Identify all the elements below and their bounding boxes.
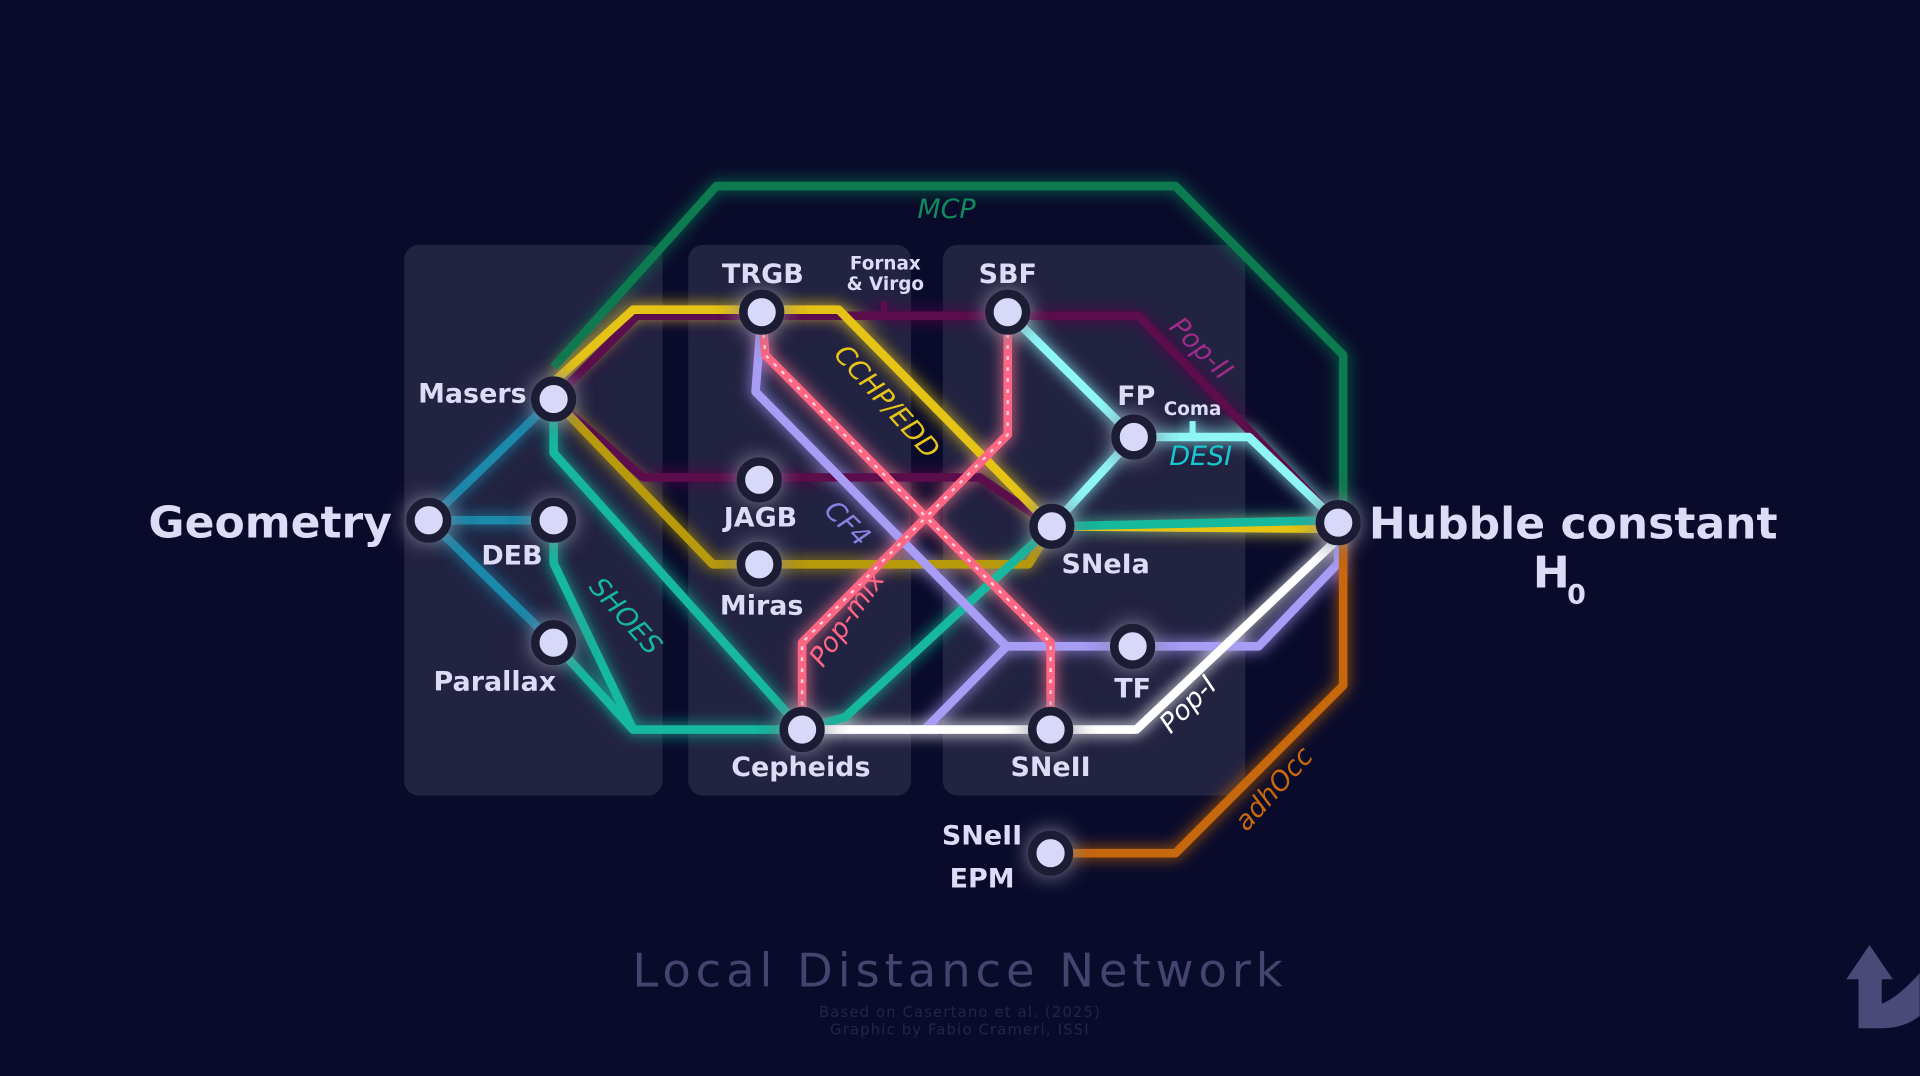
arrow-logo-icon (1846, 945, 1920, 1029)
node-tf[interactable] (1109, 623, 1156, 669)
line-label-mcp: MCP (917, 194, 976, 225)
node-snia[interactable] (1029, 503, 1075, 550)
line-mcp (550, 181, 1348, 523)
node-sbf[interactable] (985, 289, 1031, 335)
nodes (406, 289, 1361, 876)
node-jagb[interactable] (736, 457, 782, 503)
node-deb[interactable] (530, 497, 577, 543)
node-miras[interactable] (736, 541, 782, 587)
label-miras: Miras (720, 591, 804, 622)
line-pop1 (802, 535, 1342, 734)
node-geometry[interactable] (406, 497, 452, 543)
credit-line-1: Based on Casertano et al. (2025) (819, 1004, 1101, 1021)
label-hubble: Hubble constant (1369, 499, 1778, 550)
label-jagb: JAGB (722, 502, 797, 533)
label-geometry: Geometry (148, 497, 392, 548)
label-snii-epm-2: EPM (950, 863, 1015, 894)
label-h: H (1533, 548, 1570, 599)
node-trgb[interactable] (739, 289, 785, 335)
line-pop2-lower (550, 395, 1055, 530)
node-labels: Geometry Masers DEB Parallax TRGB JAGB M… (148, 253, 1777, 894)
node-masers[interactable] (530, 376, 577, 422)
popmix-dots-a (760, 312, 1052, 730)
label-parallax: Parallax (434, 666, 557, 697)
line-pop2-upper (550, 311, 1342, 526)
label-tf: TF (1114, 674, 1151, 705)
credit-line-2: Graphic by Fabio Crameri, ISSI (830, 1021, 1090, 1038)
line-label-desi: DESI (1169, 441, 1232, 472)
annotation-virgo: & Virgo (847, 274, 924, 295)
node-hubble[interactable] (1315, 500, 1361, 546)
label-snia: SNeIa (1061, 549, 1149, 580)
label-masers: Masers (418, 379, 527, 410)
panel-galaxies (942, 244, 1246, 796)
diagram-title: Local Distance Network (632, 944, 1287, 998)
annotation-fornax: Fornax (850, 253, 921, 274)
node-parallax[interactable] (530, 620, 577, 666)
panel-stars (688, 244, 912, 796)
label-h-subscript: 0 (1567, 579, 1586, 610)
node-fp[interactable] (1111, 414, 1157, 460)
label-trgb: TRGB (722, 259, 804, 290)
label-fp: FP (1117, 381, 1155, 412)
line-popmix-b (797, 312, 1013, 730)
line-geometry-parallax (425, 517, 557, 646)
label-cepheids: Cepheids (731, 752, 870, 783)
label-snii: SNeII (1010, 752, 1090, 783)
label-deb: DEB (481, 540, 542, 571)
node-cepheids[interactable] (779, 706, 825, 753)
label-snii-epm-1: SNeII (942, 821, 1022, 852)
label-sbf: SBF (979, 259, 1037, 290)
annotation-coma: Coma (1164, 399, 1222, 420)
line-adhocc (1050, 522, 1348, 858)
node-snii[interactable] (1027, 706, 1074, 753)
node-snii-epm[interactable] (1027, 830, 1074, 876)
